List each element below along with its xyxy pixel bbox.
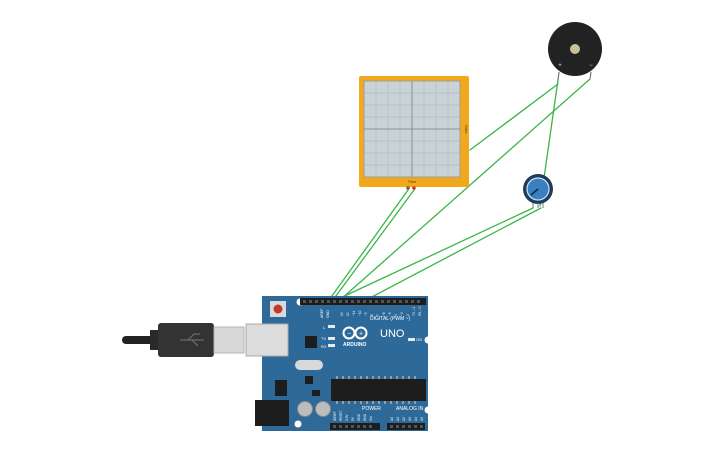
pin-label: A2 (402, 417, 406, 421)
power-label: POWER (362, 406, 381, 412)
usb-plug-metal (213, 326, 245, 354)
aref-label: AREF (320, 309, 324, 318)
pin-label: A5 (420, 417, 424, 421)
buzzer-center (570, 44, 580, 54)
wire-pot-to-arduino-1[interactable] (335, 207, 534, 301)
analog-label: ANALOG IN (396, 406, 424, 412)
pin-label: 5V (351, 416, 355, 421)
buzzer-lead-plus[interactable] (557, 71, 560, 81)
pin-label: GND (357, 413, 361, 421)
digital-header-pins (303, 300, 420, 303)
pin-label: A4 (414, 417, 418, 421)
wire-scope-to-arduino-2[interactable] (332, 189, 415, 301)
usb-cable[interactable] (122, 323, 245, 357)
usb-b-port[interactable] (245, 323, 289, 357)
pin-label: IOREF (333, 411, 337, 421)
arduino-brand-label: ARDUINO (343, 342, 366, 348)
reset-button[interactable] (273, 304, 283, 314)
mount-hole (294, 420, 302, 428)
chip-pins (336, 376, 416, 404)
pin-label: ~11 (352, 311, 356, 316)
tx-led (328, 337, 335, 340)
pin-label: Vin (369, 416, 373, 421)
pin-label: 8 (370, 314, 374, 316)
wires (328, 78, 591, 301)
tx-label: TX (321, 336, 326, 341)
mount-hole (424, 336, 432, 344)
capacitor (297, 401, 313, 417)
pin-label: 4 (394, 314, 398, 316)
mount-hole (424, 406, 432, 414)
uno-label: UNO (380, 328, 405, 340)
pin-label: RX←0 (418, 306, 422, 316)
on-led-label: ON (416, 337, 422, 342)
pin-label: ~9 (364, 312, 368, 316)
piezo-buzzer[interactable]: + − (548, 22, 602, 81)
pin-label: GND (363, 413, 367, 421)
arduino-logo-plus: + (359, 331, 363, 338)
potentiometer[interactable] (523, 174, 553, 208)
wire-scope-to-buzzer[interactable] (469, 83, 559, 151)
usb-plug-icon (180, 333, 204, 347)
power-header[interactable] (330, 423, 380, 430)
oscilloscope-volts-label: Volts (464, 125, 469, 134)
oscilloscope-terminal-pos[interactable] (412, 186, 416, 190)
wire-scope-to-arduino-1[interactable] (328, 189, 409, 301)
oscilloscope[interactable]: Volts Time (359, 76, 469, 190)
on-led (408, 338, 415, 341)
usb-cable-wire (122, 336, 158, 344)
pin-label: 3.3V (345, 414, 349, 421)
buzzer-plus-label: + (558, 63, 562, 69)
wire-pot-to-arduino-2[interactable] (365, 207, 542, 301)
buzzer-lead-minus[interactable] (589, 71, 592, 80)
oscilloscope-time-label: Time (408, 179, 418, 184)
rx-label: RX (321, 344, 327, 349)
usb-chip (305, 336, 317, 348)
pin-label: A1 (396, 417, 400, 421)
digital-label: DIGITAL (PWM ~) (370, 316, 410, 322)
l-led-label: L (323, 325, 326, 330)
arduino-logo-minus: − (347, 331, 351, 338)
pin-label: ~5 (388, 312, 392, 316)
pin-label: ~10 (358, 310, 362, 316)
pin-label: A0 (390, 417, 394, 421)
pin-label: 2 (406, 314, 410, 316)
pin-label: ~3 (400, 312, 404, 316)
rx-led (328, 344, 335, 347)
gnd-label: GND (326, 310, 330, 318)
pin-label: ~6 (382, 312, 386, 316)
bottom-header-pins (333, 425, 423, 428)
wire-buzzer-minus-to-arduino[interactable] (339, 78, 591, 301)
pot-indicator (530, 188, 539, 196)
small-component (305, 376, 313, 384)
buzzer-minus-label: − (589, 63, 593, 69)
voltage-regulator (275, 380, 287, 396)
pin-label: 13 (340, 312, 344, 316)
dc-power-jack[interactable] (255, 400, 289, 426)
pin-label: 7 (376, 314, 380, 316)
pin-label: RESET (339, 410, 343, 421)
capacitor (315, 401, 331, 417)
pin-label: 12 (346, 312, 350, 316)
crystal (295, 360, 323, 370)
analog-header[interactable] (387, 423, 425, 430)
small-component (312, 390, 320, 396)
oscilloscope-terminal-neg[interactable] (406, 186, 410, 190)
atmega-chip (331, 379, 426, 401)
arduino-logo-icon (342, 326, 368, 340)
pin-label: A3 (408, 417, 412, 421)
pin-label: TX→1 (412, 307, 416, 316)
l-led (328, 325, 335, 328)
